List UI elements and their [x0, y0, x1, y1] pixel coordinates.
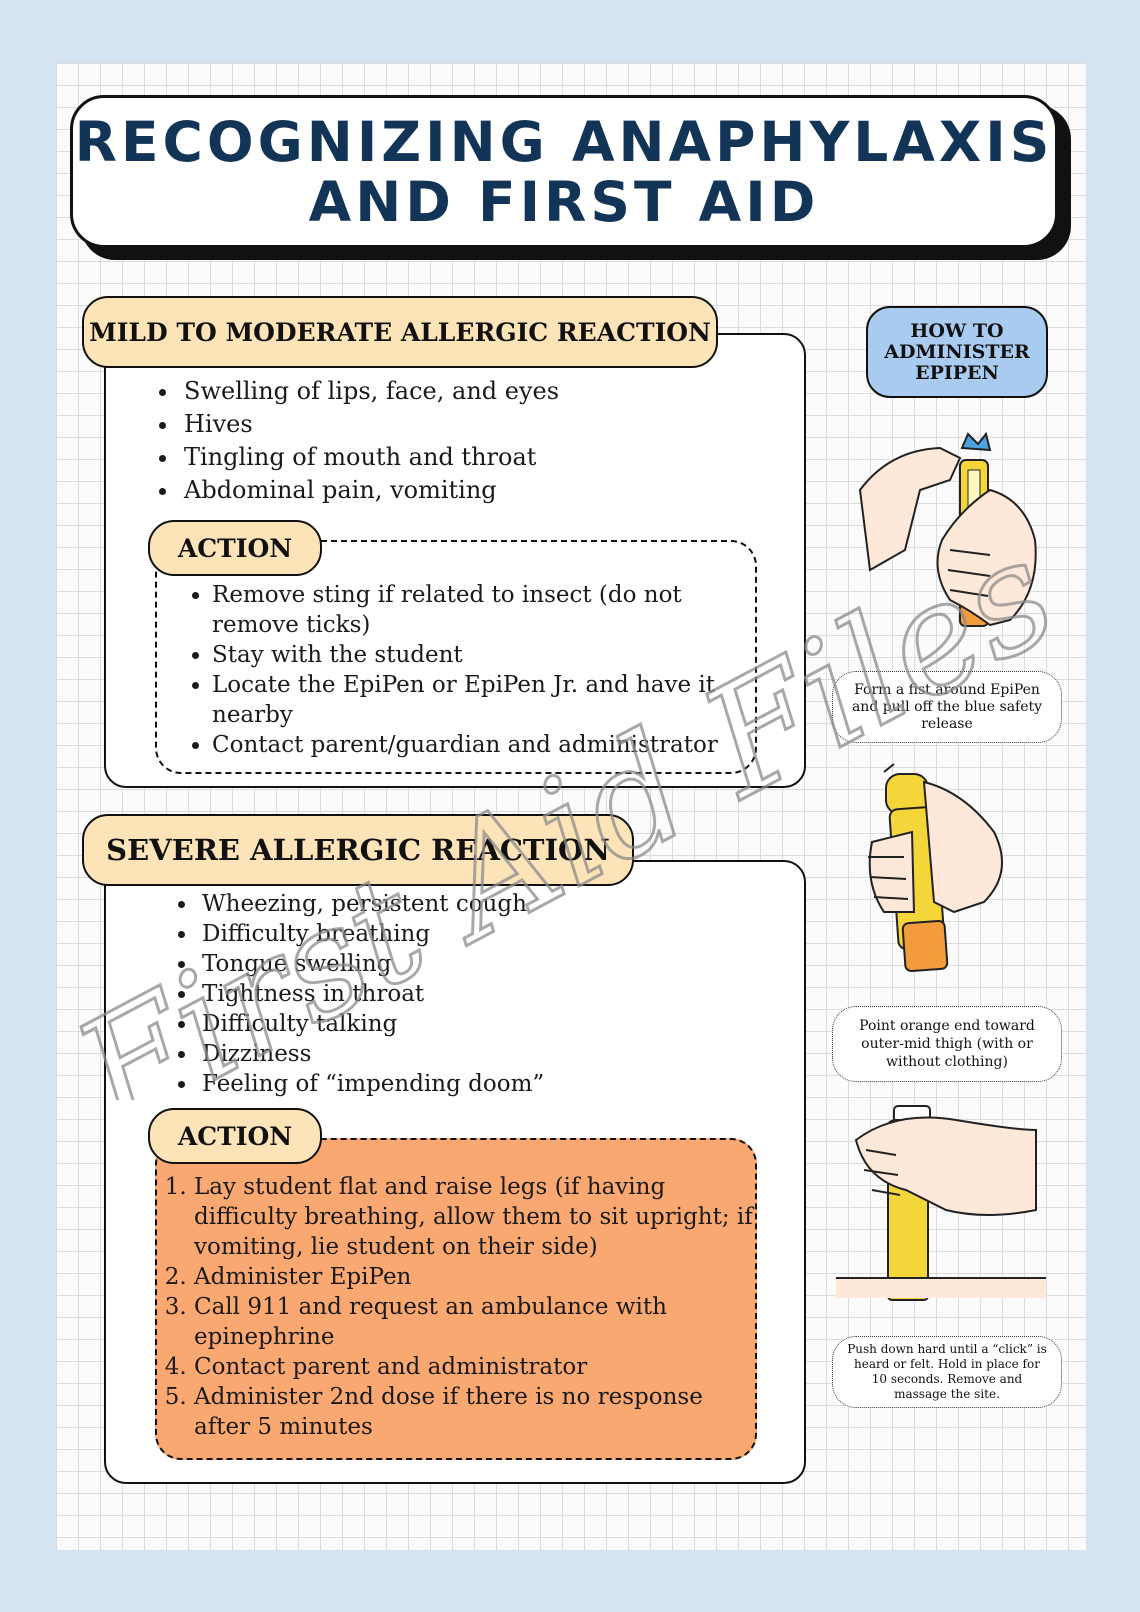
epipen-step1-caption: Form a fist around EpiPen and pull off t…: [832, 671, 1062, 743]
mild-action-list: Remove sting if related to insect (do no…: [188, 580, 732, 760]
epipen-heading: HOW TO ADMINISTER EPIPEN: [866, 306, 1048, 398]
list-item: Tightness in throat: [198, 979, 798, 1009]
list-item: Difficulty talking: [198, 1009, 798, 1039]
severe-action-label: ACTION: [148, 1108, 322, 1164]
severe-symptom-list: Wheezing, persistent cough Difficulty br…: [172, 889, 798, 1099]
list-item: Feeling of “impending doom”: [198, 1069, 798, 1099]
mild-symptom-list: Swelling of lips, face, and eyes Hives T…: [154, 375, 780, 507]
mild-action-label: ACTION: [148, 520, 322, 576]
list-item: Hives: [180, 408, 780, 441]
severe-reaction-heading: SEVERE ALLERGIC REACTION: [82, 814, 634, 886]
mild-action-label-text: ACTION: [177, 533, 293, 563]
list-item: Contact parent and administrator: [194, 1352, 764, 1382]
list-item: Administer EpiPen: [194, 1262, 764, 1292]
list-item: Stay with the student: [212, 640, 732, 670]
epipen-step2-caption: Point orange end toward outer-mid thigh …: [832, 1006, 1062, 1082]
list-item: Call 911 and request an ambulance with e…: [194, 1292, 764, 1352]
severe-action-label-text: ACTION: [177, 1121, 293, 1151]
mild-reaction-heading-text: MILD TO MODERATE ALLERGIC REACTION: [89, 317, 711, 347]
list-item: Contact parent/guardian and administrato…: [212, 730, 732, 760]
page-title: RECOGNIZING ANAPHYLAXIS AND FIRST AID: [75, 112, 1054, 232]
epipen-step3-caption: Push down hard until a “click” is heard …: [832, 1336, 1062, 1408]
list-item: Locate the EpiPen or EpiPen Jr. and have…: [212, 670, 732, 730]
epipen-step3-text: Push down hard until a “click” is heard …: [847, 1342, 1047, 1401]
list-item: Tingling of mouth and throat: [180, 441, 780, 474]
list-item: Tongue swelling: [198, 949, 798, 979]
list-item: Difficulty breathing: [198, 919, 798, 949]
list-item: Lay student flat and raise legs (if havi…: [194, 1172, 764, 1262]
epipen-step1-illustration: [858, 431, 1037, 627]
title-line-2: AND FIRST AID: [308, 169, 820, 234]
title-line-1: RECOGNIZING ANAPHYLAXIS: [74, 109, 1054, 174]
title-box: RECOGNIZING ANAPHYLAXIS AND FIRST AID: [70, 95, 1058, 248]
epipen-heading-text: HOW TO ADMINISTER EPIPEN: [884, 319, 1030, 384]
mild-action-box: [155, 540, 757, 774]
list-item: Swelling of lips, face, and eyes: [180, 375, 780, 408]
list-item: Wheezing, persistent cough: [198, 889, 798, 919]
list-item: Abdominal pain, vomiting: [180, 474, 780, 507]
list-item: Dizziness: [198, 1039, 798, 1069]
list-item: Remove sting if related to insect (do no…: [212, 580, 732, 640]
epipen-step2-text: Point orange end toward outer-mid thigh …: [859, 1018, 1035, 1070]
severe-action-list: Lay student flat and raise legs (if havi…: [170, 1172, 764, 1442]
epipen-step2-illustration: [868, 763, 1003, 973]
epipen-step3-illustration: [836, 1105, 1046, 1301]
severe-reaction-heading-text: SEVERE ALLERGIC REACTION: [106, 833, 610, 867]
list-item: Administer 2nd dose if there is no respo…: [194, 1382, 764, 1442]
severe-action-box: [155, 1138, 757, 1460]
epipen-step1-text: Form a fist around EpiPen and pull off t…: [851, 681, 1043, 732]
mild-reaction-heading: MILD TO MODERATE ALLERGIC REACTION: [82, 296, 718, 368]
